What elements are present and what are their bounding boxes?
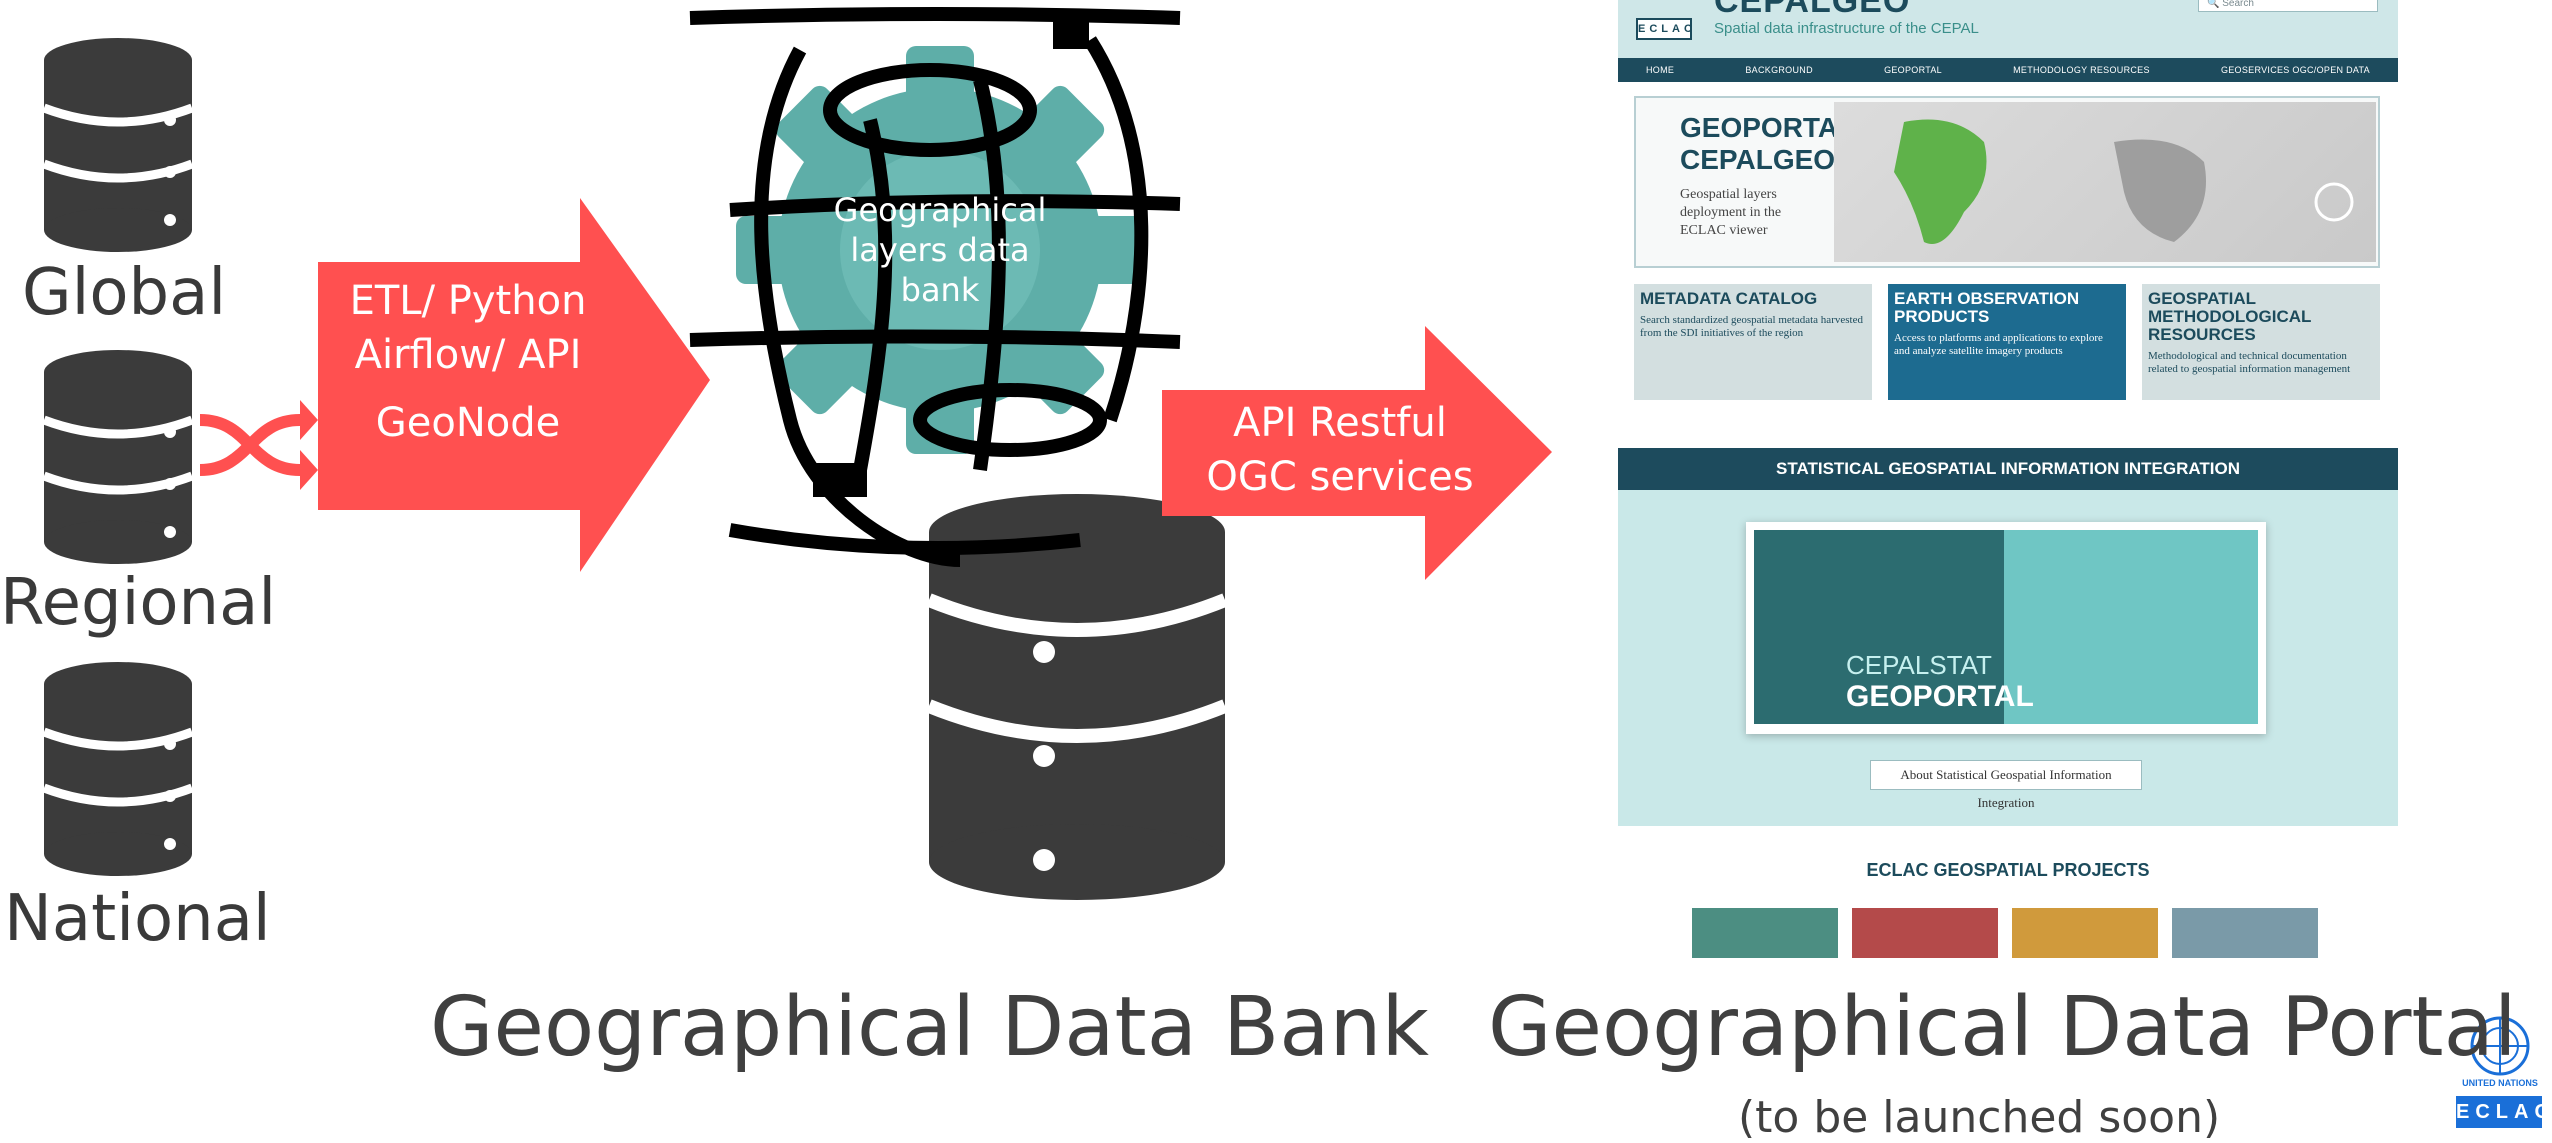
map-svg [1894, 119, 2354, 244]
about-button[interactable]: About Statistical Geospatial Information… [1870, 760, 2142, 810]
section-title: STATISTICAL GEOSPATIAL INFORMATION INTEG… [1618, 448, 2398, 490]
south-america-shape [1894, 119, 1987, 244]
africa-shape [2114, 139, 2206, 242]
projects-title: ECLAC GEOSPATIAL PROJECTS [1866, 860, 2150, 880]
nav-home[interactable]: HOME [1646, 65, 1675, 75]
un-label: UNITED NATIONS [2462, 1078, 2538, 1088]
project-tile[interactable] [2012, 908, 2158, 958]
geoportal-label: GEOPORTAL [1846, 680, 2034, 713]
etl-line-2: Airflow/ API [354, 332, 582, 378]
api-arrow-shape [1162, 326, 1552, 580]
data-portal-subcaption: (to be launched soon) [1738, 1092, 2221, 1143]
postgresql-logo-icon [689, 7, 1181, 567]
section-body: CEPALSTAT GEOPORTAL About Statistical Ge… [1618, 490, 2398, 826]
portal-logo: ECLAC [1636, 18, 1692, 40]
api-line-2: OGC services [1206, 454, 1474, 500]
portal-search-input[interactable]: 🔍 Search [2198, 0, 2378, 12]
etl-arrow-label: ETL/ Python Airflow/ API GeoNode [318, 274, 618, 450]
gear-line-1: Geographical [833, 191, 1047, 229]
api-line-1: API Restful [1233, 400, 1447, 446]
national-label: National [4, 882, 271, 956]
gear-line-3: bank [900, 271, 980, 309]
project-tile[interactable] [1692, 908, 1838, 958]
gear-label: Geographical layers data bank [820, 190, 1060, 310]
earth-observation-card[interactable]: EARTH OBSERVATION PRODUCTS Access to pla… [1888, 284, 2126, 400]
banner-title: GEOPORTAL CEPALGEO [1680, 112, 1855, 176]
national-database-icon [44, 662, 192, 876]
metadata-catalog-card[interactable]: METADATA CATALOG Search standardized geo… [1634, 284, 1872, 400]
regional-database-icon [44, 350, 192, 564]
nav-methodology[interactable]: METHODOLOGY RESOURCES [2013, 65, 2150, 75]
regional-label: Regional [0, 566, 277, 640]
eclac-logo: ECLAC [2456, 1096, 2549, 1128]
project-tile[interactable] [1852, 908, 1998, 958]
gear-line-2: layers data [850, 231, 1030, 269]
card-title: EARTH OBSERVATION PRODUCTS [1894, 289, 2080, 326]
shuffle-icon [199, 400, 318, 490]
methodological-resources-card[interactable]: GEOSPATIAL METHODOLOGICAL RESOURCES Meth… [2142, 284, 2380, 400]
data-portal-caption: Geographical Data Portal [1488, 980, 2517, 1075]
etl-line-3: GeoNode [375, 400, 561, 446]
nav-geoportal[interactable]: GEOPORTAL [1884, 65, 1942, 75]
portal-subtitle: Spatial data infrastructure of the CEPAL [1714, 20, 1979, 37]
un-watermark-icon [2314, 182, 2354, 222]
data-bank-caption: Geographical Data Bank [430, 980, 1429, 1075]
portal-screenshot: ECLAC CEPALGEO Spatial data infrastructu… [1618, 0, 2398, 958]
portal-title: CEPALGEO [1714, 0, 1911, 20]
card-title: GEOSPATIAL METHODOLOGICAL RESOURCES [2148, 289, 2312, 344]
portal-header: ECLAC CEPALGEO Spatial data infrastructu… [1618, 0, 2398, 58]
cepalstat-label: CEPALSTAT [1846, 650, 1992, 680]
geoportal-banner[interactable]: GEOPORTAL CEPALGEO Geospatial layers dep… [1634, 96, 2380, 268]
portal-nav: HOME BACKGROUND GEOPORTAL METHODOLOGY RE… [1618, 58, 2398, 82]
world-map-image [1834, 102, 2376, 262]
global-label: Global [22, 256, 227, 330]
project-tile[interactable] [2172, 908, 2318, 958]
card-desc: Methodological and technical documentati… [2148, 350, 2351, 375]
un-emblem-icon [2470, 1016, 2530, 1076]
card-desc: Search standardized geospatial metadata … [1640, 314, 1863, 339]
cepalstat-geoportal-card[interactable]: CEPALSTAT GEOPORTAL [1746, 522, 2266, 734]
dot-map-image [2004, 530, 2258, 724]
card-desc: Access to platforms and applications to … [1894, 332, 2103, 357]
etl-arrow-shape [318, 198, 710, 572]
api-arrow-label: API Restful OGC services [1180, 396, 1500, 504]
banner-title-line-1: GEOPORTAL [1680, 112, 1856, 143]
etl-line-1: ETL/ Python [349, 278, 587, 324]
nav-background[interactable]: BACKGROUND [1745, 65, 1813, 75]
banner-title-line-2: CEPALGEO [1680, 144, 1836, 175]
global-database-icon [44, 38, 192, 252]
search-placeholder: Search [2222, 0, 2254, 9]
card-title: METADATA CATALOG [1640, 289, 1818, 308]
banner-description: Geospatial layers deployment in the ECLA… [1680, 187, 1782, 238]
nav-geoservices[interactable]: GEOSERVICES OGC/OPEN DATA [2220, 65, 2370, 75]
data-bank-database-icon [926, 494, 1228, 900]
contour-map-image [1754, 530, 2004, 724]
